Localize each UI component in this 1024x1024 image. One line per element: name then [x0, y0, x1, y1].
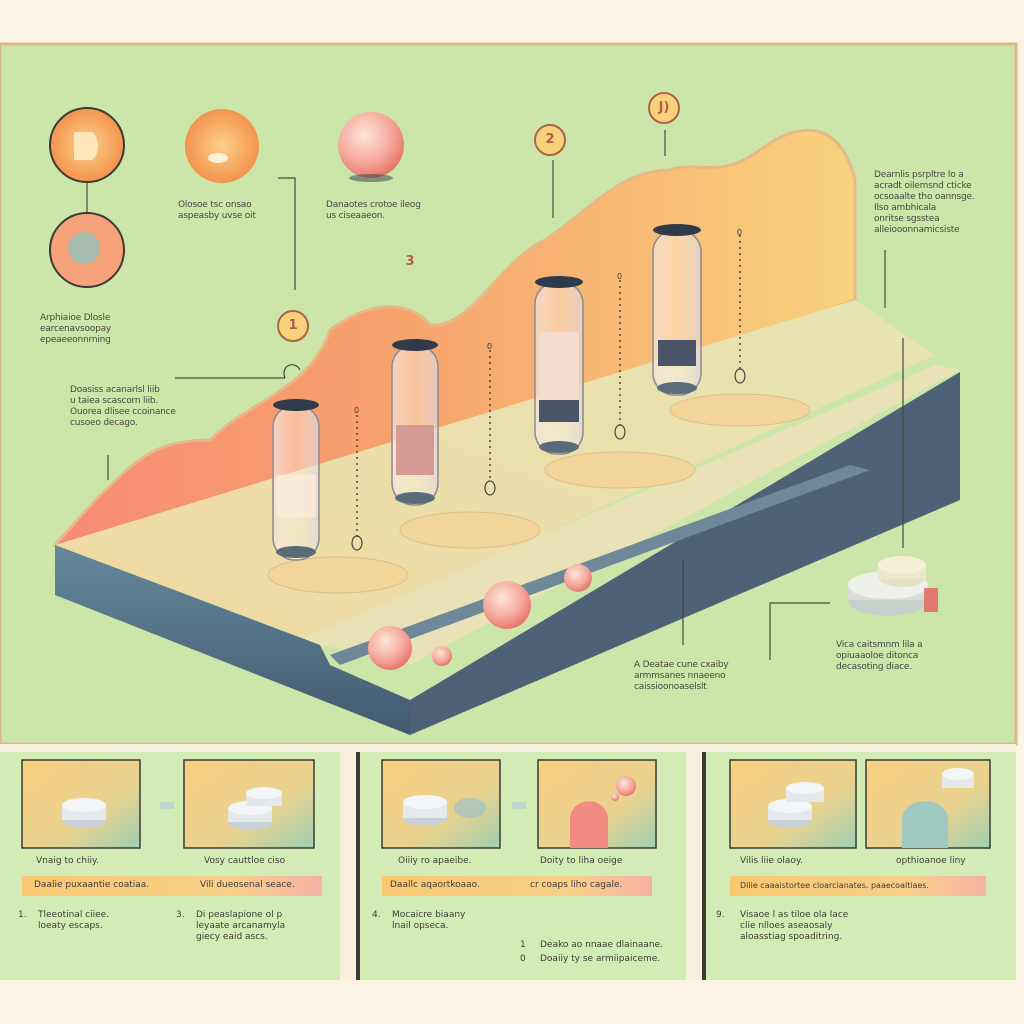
sphere-icon — [338, 112, 404, 182]
label-tube-a: Olosoe tsc onsao aspeasby uvse oit — [178, 200, 256, 221]
slab-groove — [330, 465, 870, 665]
panel-3-caption-a: Vilis liie olaoy. — [740, 856, 803, 866]
label-top-left: Arphiaioe Dlosle earcenavsoopay epeaeeon… — [40, 313, 112, 345]
pill-sphere-icon — [49, 107, 125, 183]
panel-1-caption-a: Vnaig to chiiy. — [36, 856, 99, 866]
label-right-low: Vica caitsmnm lila a opiuaaoloe ditonca … — [836, 640, 923, 672]
tube-marker: 0 — [617, 272, 623, 281]
bottom-panel-1 — [0, 752, 340, 980]
panel-2-step-c: Doaiiy ty se armiipaiceme. — [540, 954, 661, 964]
panel-1-step-b: Di peaslapione ol p leyaate arcanamyla g… — [196, 910, 286, 942]
sphere-small-1 — [564, 564, 592, 592]
slab-top — [55, 300, 935, 640]
tube-base-2 — [399, 511, 541, 549]
tablet-icon — [848, 556, 938, 616]
tube-marker: 0 — [354, 406, 360, 415]
slab-front-right — [410, 372, 960, 735]
panel-1-step-num-b: 3. — [176, 910, 185, 920]
step-badge-3: 3 — [405, 254, 415, 269]
panel-2-bar-a: Daallc aqaortkoaao. — [390, 880, 480, 890]
tube-base-3 — [544, 451, 696, 489]
panel-1-step-a: Tleeotinal ciiee. loeaty escaps. — [38, 910, 110, 931]
slab-front-left — [55, 545, 410, 735]
panel-3-step-num: 9. — [716, 910, 725, 920]
panel-3-caption-b: opthioanoe liny — [896, 856, 966, 866]
hill-backdrop — [52, 128, 857, 562]
marker-circles — [351, 368, 746, 551]
step-badge-1: 1 — [288, 318, 298, 333]
sphere-icon — [49, 212, 125, 288]
sphere-large-2 — [483, 581, 531, 629]
panel-3-step: Visaoe l as tiloe ola lace clie nlloes a… — [740, 910, 849, 942]
label-bottom-mid: A Deatae cune cxaiby armmsanes nnaeeno c… — [634, 660, 729, 692]
test-tube-icon — [391, 339, 439, 506]
bottom-panel-3 — [702, 752, 1016, 980]
tube-marker: 0 — [487, 342, 493, 351]
panel-1-caption-b: Vosy cauttloe ciso — [204, 856, 286, 866]
test-tube-icon — [652, 224, 702, 396]
test-tube-icon — [534, 276, 584, 455]
panel-2-caption-a: Oiiiy ro apaeibe. — [398, 856, 472, 866]
label-left-mid: Doasiss acanarlsl liib u taiea scascorn … — [70, 385, 176, 428]
panel-2-step-num-a: 4. — [372, 910, 381, 920]
slab-step — [300, 365, 960, 665]
panel-2-caption-b: Doity to liha oeige — [540, 856, 623, 866]
panel-2-step-a: Mocaicre biaany lnail opseca. — [392, 910, 466, 931]
sphere-large-1 — [368, 626, 412, 670]
dotted-leaders — [356, 235, 741, 538]
panel-2-step-b: Deako ao nnaae dlainaane. — [540, 940, 664, 950]
bottom-panel-2 — [356, 752, 686, 980]
tube-base-4 — [669, 393, 811, 427]
panel-2-step-num-b: 1 — [520, 940, 526, 950]
tube-base-1 — [267, 556, 409, 594]
panel-3-bar: Dilie caaaistortee cloarcianates. paaeco… — [740, 881, 930, 890]
panel-1-bar-b: Vili dueosenal seace. — [200, 880, 295, 890]
test-tube-icon — [272, 399, 320, 561]
panel-1-bar-a: Daalie puxaantie coatiaa. — [34, 880, 150, 890]
label-tube-b: Danaotes crotoe ileog us ciseaaeon. — [326, 200, 421, 221]
step-badges — [277, 92, 680, 342]
panel-2-step-num-c: 0 — [520, 954, 526, 964]
step-badge-2: 2 — [545, 132, 555, 147]
panel-1-step-num-a: 1. — [18, 910, 27, 920]
tube-marker: 0 — [737, 228, 743, 237]
pill-sphere-icon — [185, 109, 259, 183]
label-right-top: Dearnlis psrpltre lo a acradt oilemsnd c… — [874, 170, 975, 235]
callout-leaders — [86, 130, 904, 660]
step-badge-4: J) — [658, 100, 670, 115]
sphere-small-2 — [432, 646, 452, 666]
panel-2-bar-b: cr coaps liho cagale. — [530, 880, 623, 890]
